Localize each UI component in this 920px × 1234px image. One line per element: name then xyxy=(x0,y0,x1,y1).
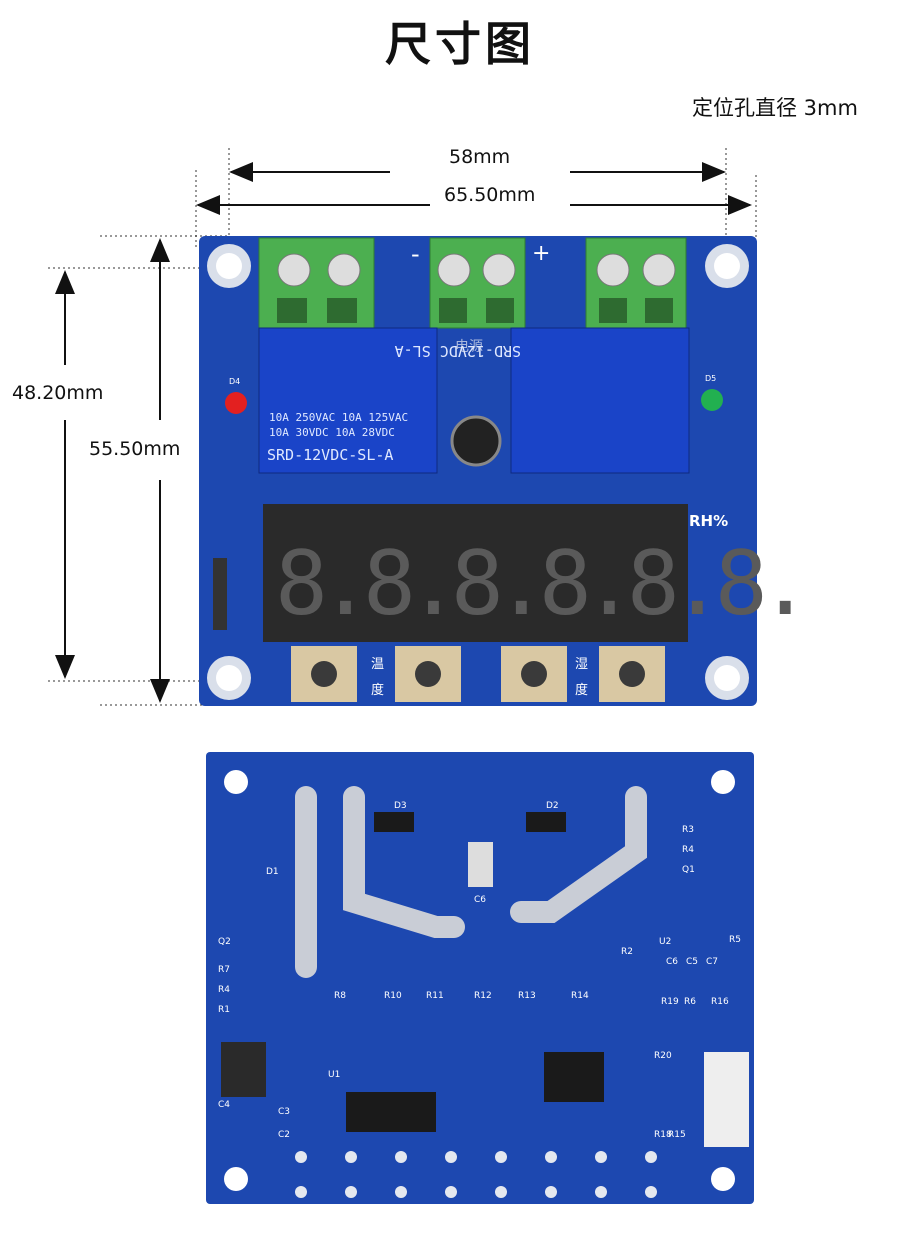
mounting-hole-icon xyxy=(224,770,735,1191)
silk-label: U1 xyxy=(328,1070,340,1080)
silk-label: C3 xyxy=(278,1107,290,1117)
ic-chip-left xyxy=(346,1092,436,1132)
silk-label: R14 xyxy=(571,991,589,1001)
silk-label: R10 xyxy=(384,991,402,1001)
plus-marking: + xyxy=(532,241,550,266)
minus-marking: - xyxy=(411,240,420,268)
page-title: 尺寸图 xyxy=(385,17,535,71)
button-label-temp-2: 度 xyxy=(371,682,384,698)
silk-label: R5 xyxy=(729,935,741,945)
silk-label: D1 xyxy=(266,867,279,877)
pcb-top-view: - + 电源 10A 250VAC 10A 125VAC 10A 30VDC 1… xyxy=(199,236,812,706)
ic-chip-right xyxy=(544,1052,604,1102)
led-red-icon xyxy=(225,392,247,414)
display-unit-label: RH% xyxy=(689,512,728,530)
capacitor-c6 xyxy=(468,842,493,887)
silk-label: D2 xyxy=(546,801,559,811)
silk-label: R4 xyxy=(682,845,694,855)
silk-label: C4 xyxy=(218,1100,230,1110)
button-label-hum-1: 湿 xyxy=(575,657,588,672)
silk-label: R13 xyxy=(518,991,536,1001)
power-label: 电源 xyxy=(455,339,483,355)
silk-label: R20 xyxy=(654,1051,672,1061)
silk-label: R4 xyxy=(218,985,230,995)
diode-d3 xyxy=(374,812,414,832)
relay-right xyxy=(510,327,690,474)
silk-label: C7 xyxy=(706,957,718,967)
relay-left xyxy=(258,327,438,474)
relay-left-model: SRD-12VDC-SL-A xyxy=(267,446,393,464)
pin-header-icon xyxy=(213,558,227,630)
copper-trace-icon xyxy=(295,786,647,978)
silk-label: R6 xyxy=(684,997,696,1007)
silk-label: C6 xyxy=(474,895,486,905)
diode-d2 xyxy=(526,812,566,832)
silk-label: R2 xyxy=(621,947,633,957)
silk-label: R1 xyxy=(218,1005,230,1015)
silk-label: Q1 xyxy=(682,865,695,875)
silk-label: R18 xyxy=(654,1130,672,1140)
silk-label: R19 xyxy=(661,997,679,1007)
silk-label: R3 xyxy=(682,825,694,835)
via-pad-icon xyxy=(295,1151,657,1198)
button-label-hum-2: 度 xyxy=(575,682,588,698)
board-width-label: 65.50mm xyxy=(440,184,540,206)
led-right-label: D5 xyxy=(705,374,716,383)
silk-label: D3 xyxy=(394,801,407,811)
relay-right-model: SRD-12VDC SL-A xyxy=(395,342,521,360)
silk-label: C5 xyxy=(686,957,698,967)
mounting-hole-icon xyxy=(207,244,749,700)
screw-terminal-icon xyxy=(258,237,687,329)
regulator-chip xyxy=(221,1042,266,1097)
relay-left-rating-1: 10A 250VAC 10A 125VAC xyxy=(269,411,408,424)
silk-label: U2 xyxy=(659,937,671,947)
seven-segment-display-left xyxy=(263,504,485,642)
pcb-bottom-view: D3 D2 C6 R2 U2 R5 C6 C5 C7 R8 R10 R11 R1… xyxy=(206,752,754,1204)
seven-segment-display-right xyxy=(483,504,688,642)
silk-label: C6 xyxy=(666,957,678,967)
connector-icon xyxy=(704,1052,749,1147)
led-left-label: D4 xyxy=(229,377,240,386)
silk-label: C2 xyxy=(278,1130,290,1140)
silk-label: R16 xyxy=(711,997,729,1007)
display-digits: 8.8.8.8.8.8. xyxy=(275,532,803,635)
capacitor-icon xyxy=(450,415,502,467)
board-height-label: 55.50mm xyxy=(85,438,185,460)
silk-label: R11 xyxy=(426,991,444,1001)
silk-label: R12 xyxy=(474,991,492,1001)
silk-label: Q2 xyxy=(218,937,231,947)
silk-label: R15 xyxy=(668,1130,686,1140)
silk-label: R7 xyxy=(218,965,230,975)
button-label-temp-1: 温 xyxy=(371,657,384,672)
led-green-icon xyxy=(701,389,723,411)
hole-width-label: 58mm xyxy=(445,146,515,168)
push-button-icon xyxy=(291,646,665,702)
hole-diameter-note: 定位孔直径 3mm xyxy=(692,96,858,120)
relay-left-rating-2: 10A 30VDC 10A 28VDC xyxy=(269,426,395,439)
hole-height-label: 48.20mm xyxy=(8,382,108,404)
silk-label: R8 xyxy=(334,991,346,1001)
